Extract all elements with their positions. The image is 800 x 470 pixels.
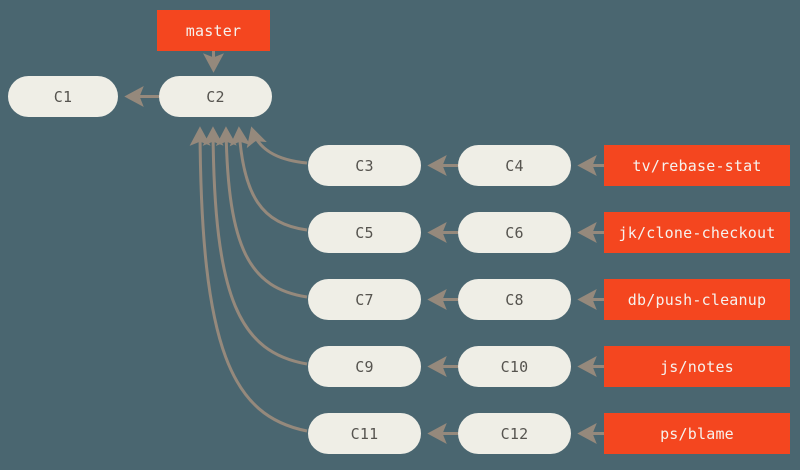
edge-c5-to-c2	[229, 126, 308, 232]
branch-label-jk-clone-checkout[interactable]: jk/clone-checkout	[604, 212, 790, 253]
commit-node-c3[interactable]: C3	[308, 145, 421, 186]
commit-node-c12[interactable]: C12	[458, 413, 571, 454]
branch-label-ps-blame[interactable]: ps/blame	[604, 413, 790, 454]
commit-node-c4[interactable]: C4	[458, 145, 571, 186]
edge-c9-to-c2	[202, 126, 308, 366]
commit-node-c11[interactable]: C11	[308, 413, 421, 454]
commit-node-c1[interactable]: C1	[8, 76, 118, 117]
branch-label-tv-rebase-stat[interactable]: tv/rebase-stat	[604, 145, 790, 186]
commit-node-c6[interactable]: C6	[458, 212, 571, 253]
edge-c3-to-c2	[246, 126, 308, 165]
branch-label-db-push-cleanup[interactable]: db/push-cleanup	[604, 279, 790, 320]
edge-c7-to-c2	[215, 126, 308, 299]
commit-node-c7[interactable]: C7	[308, 279, 421, 320]
commit-node-c5[interactable]: C5	[308, 212, 421, 253]
branch-label-js-notes[interactable]: js/notes	[604, 346, 790, 387]
commit-node-c2[interactable]: C2	[159, 76, 272, 117]
branch-label-master[interactable]: master	[157, 10, 270, 51]
edge-c11-to-c2	[189, 126, 308, 433]
commit-node-c8[interactable]: C8	[458, 279, 571, 320]
commit-node-c9[interactable]: C9	[308, 346, 421, 387]
commit-node-c10[interactable]: C10	[458, 346, 571, 387]
